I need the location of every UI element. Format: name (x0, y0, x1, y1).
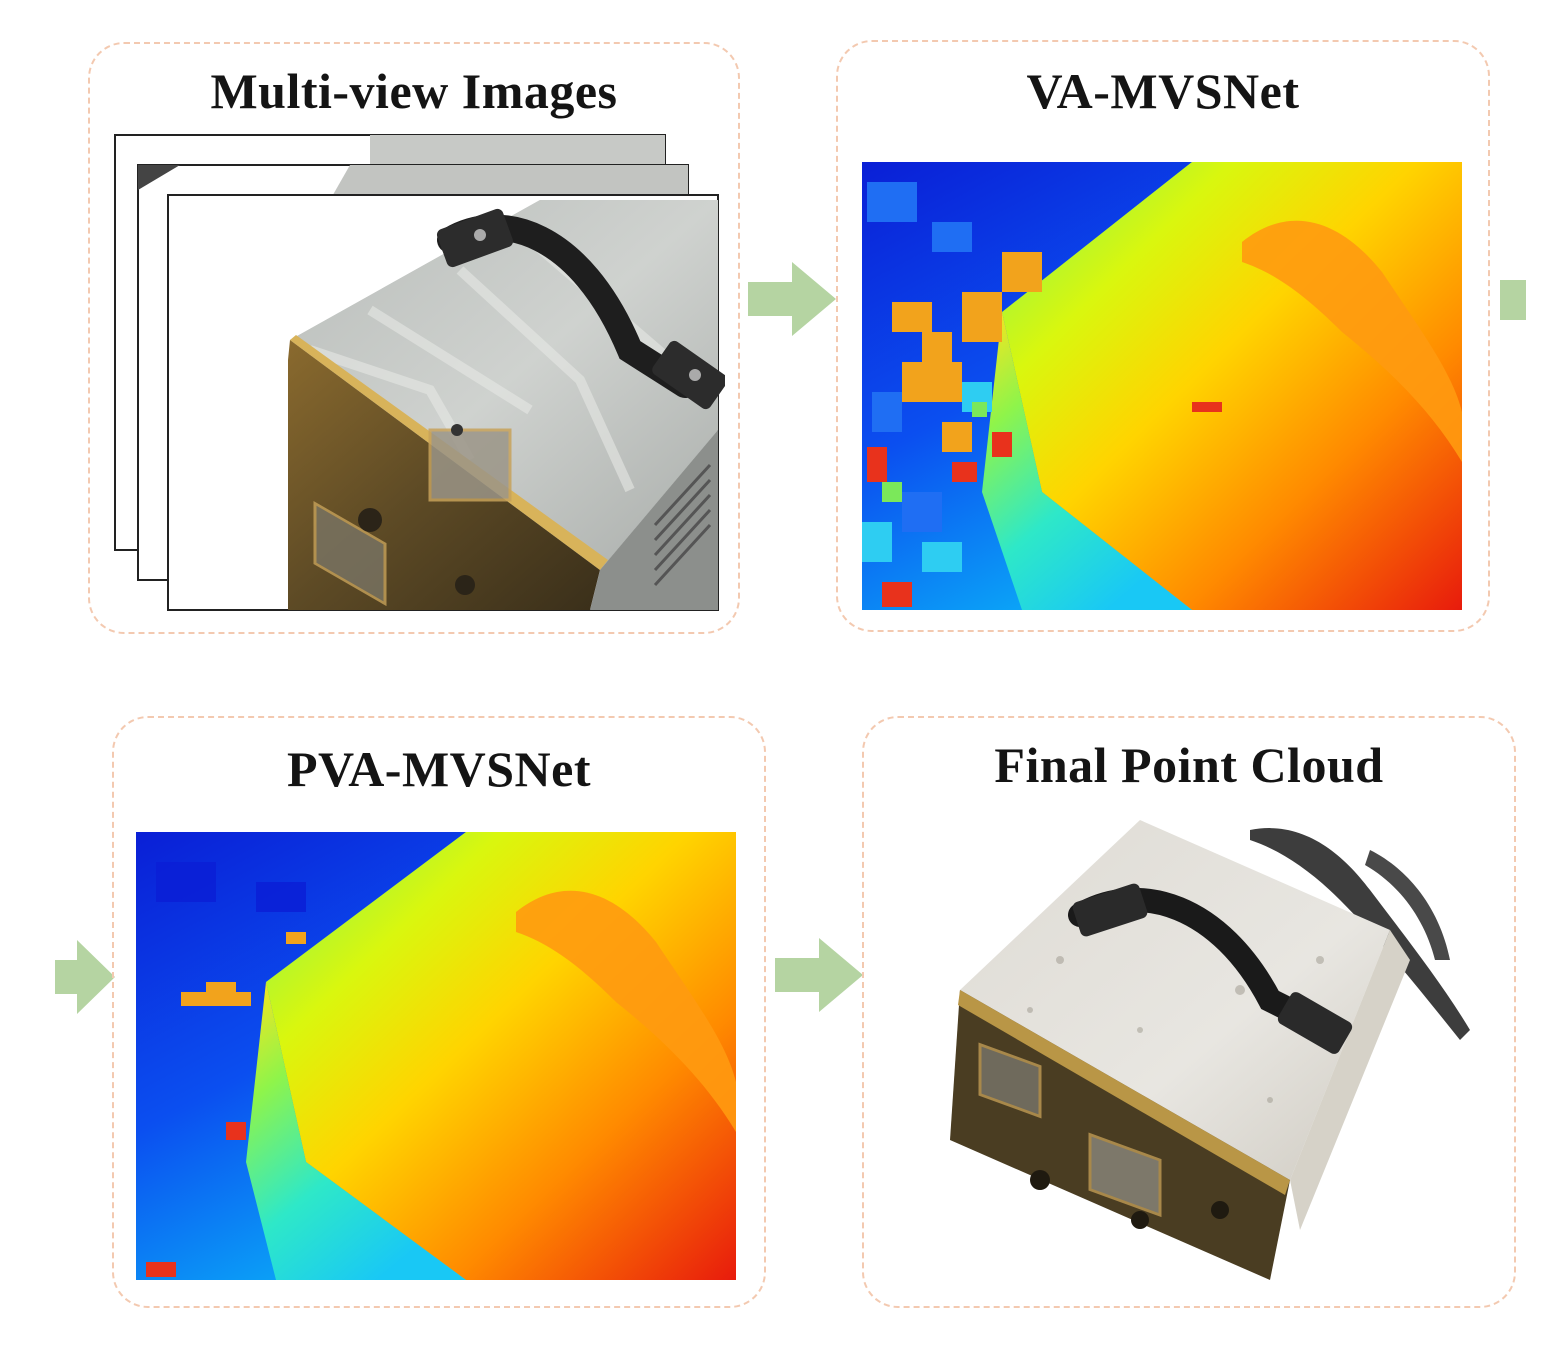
right-arrow-icon (55, 940, 115, 1014)
right-arrow-icon (748, 262, 836, 336)
pva-mvsnet-panel: PVA-MVSNet (112, 716, 766, 1308)
panel-title: Final Point Cloud (994, 737, 1384, 793)
right-arrow-icon (1500, 280, 1526, 320)
right-arrow-icon (775, 938, 863, 1012)
panel-title: VA-MVSNet (1026, 63, 1300, 119)
va-mvsnet-depth-map (862, 162, 1462, 610)
multiview-panel: Multi-view Images (88, 42, 740, 634)
multiview-image-stack (114, 134, 725, 611)
va-mvsnet-panel: VA-MVSNet (836, 40, 1490, 632)
view-image-front (167, 194, 725, 611)
pva-mvsnet-depth-map (136, 832, 736, 1280)
panel-title: PVA-MVSNet (286, 741, 592, 797)
point-cloud-panel: Final Point Cloud (862, 716, 1516, 1308)
panel-title: Multi-view Images (210, 63, 618, 119)
point-cloud-render (950, 820, 1470, 1280)
